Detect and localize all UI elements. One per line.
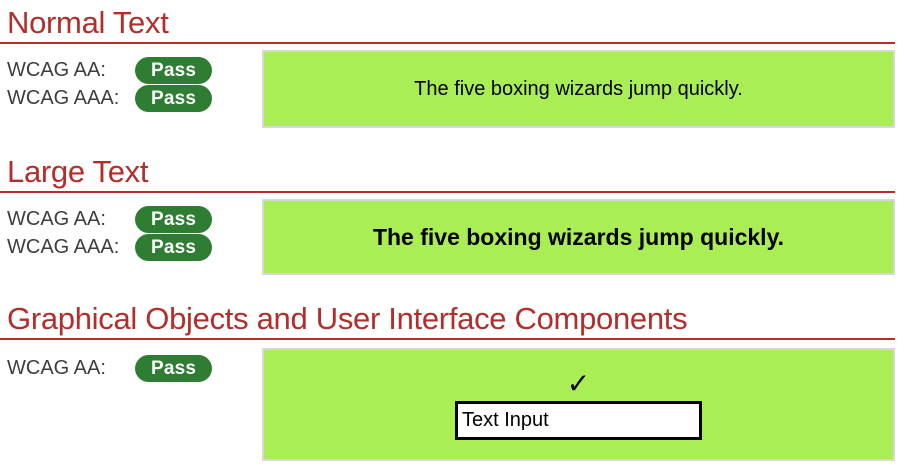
wcag-checks: WCAG AA: Pass bbox=[7, 348, 262, 382]
section-divider bbox=[0, 191, 895, 193]
wcag-aa-pass-badge: Pass bbox=[135, 205, 213, 233]
sample-text-normal: The five boxing wizards jump quickly. bbox=[414, 77, 743, 100]
section-normal-text: Normal Text WCAG AA: Pass WCAG AAA: Pass… bbox=[0, 5, 895, 128]
wcag-aa-row: WCAG AA: Pass bbox=[7, 205, 262, 233]
wcag-aaa-label: WCAG AAA: bbox=[7, 235, 120, 258]
sample-text-large: The five boxing wizards jump quickly. bbox=[372, 223, 785, 250]
section-ui-components: Graphical Objects and User Interface Com… bbox=[0, 301, 895, 461]
section-large-text: Large Text WCAG AA: Pass WCAG AAA: Pass … bbox=[0, 154, 895, 275]
wcag-aaa-label: WCAG AAA: bbox=[7, 86, 120, 109]
wcag-aa-pass-badge: Pass bbox=[135, 56, 213, 84]
wcag-aaa-pass-badge: Pass bbox=[135, 233, 213, 261]
wcag-aa-label: WCAG AA: bbox=[7, 356, 106, 379]
section-heading-large-text: Large Text bbox=[7, 154, 149, 189]
wcag-aaa-row: WCAG AAA: Pass bbox=[7, 84, 262, 112]
wcag-aaa-row: WCAG AAA: Pass bbox=[7, 233, 262, 261]
wcag-aa-pass-badge: Pass bbox=[135, 354, 213, 382]
section-divider bbox=[0, 338, 895, 340]
wcag-aaa-pass-badge: Pass bbox=[135, 84, 213, 112]
contrast-results-panel: Normal Text WCAG AA: Pass WCAG AAA: Pass… bbox=[0, 5, 895, 461]
checkmark-icon: ✓ bbox=[566, 367, 591, 400]
section-heading-normal-text: Normal Text bbox=[7, 5, 169, 40]
sample-box-ui-components: ✓ bbox=[262, 348, 895, 461]
ui-component-demo: ✓ bbox=[455, 369, 702, 440]
sample-box-normal-text: The five boxing wizards jump quickly. bbox=[262, 50, 895, 128]
wcag-checks: WCAG AA: Pass WCAG AAA: Pass bbox=[7, 50, 262, 112]
wcag-aa-label: WCAG AA: bbox=[7, 58, 106, 81]
sample-box-large-text: The five boxing wizards jump quickly. bbox=[262, 199, 895, 275]
wcag-checks: WCAG AA: Pass WCAG AAA: Pass bbox=[7, 199, 262, 261]
section-heading-ui-components: Graphical Objects and User Interface Com… bbox=[7, 301, 688, 336]
wcag-aa-row: WCAG AA: Pass bbox=[7, 354, 262, 382]
wcag-aa-label: WCAG AA: bbox=[7, 207, 106, 230]
text-input[interactable] bbox=[455, 401, 702, 440]
section-divider bbox=[0, 42, 895, 44]
wcag-aa-row: WCAG AA: Pass bbox=[7, 56, 262, 84]
